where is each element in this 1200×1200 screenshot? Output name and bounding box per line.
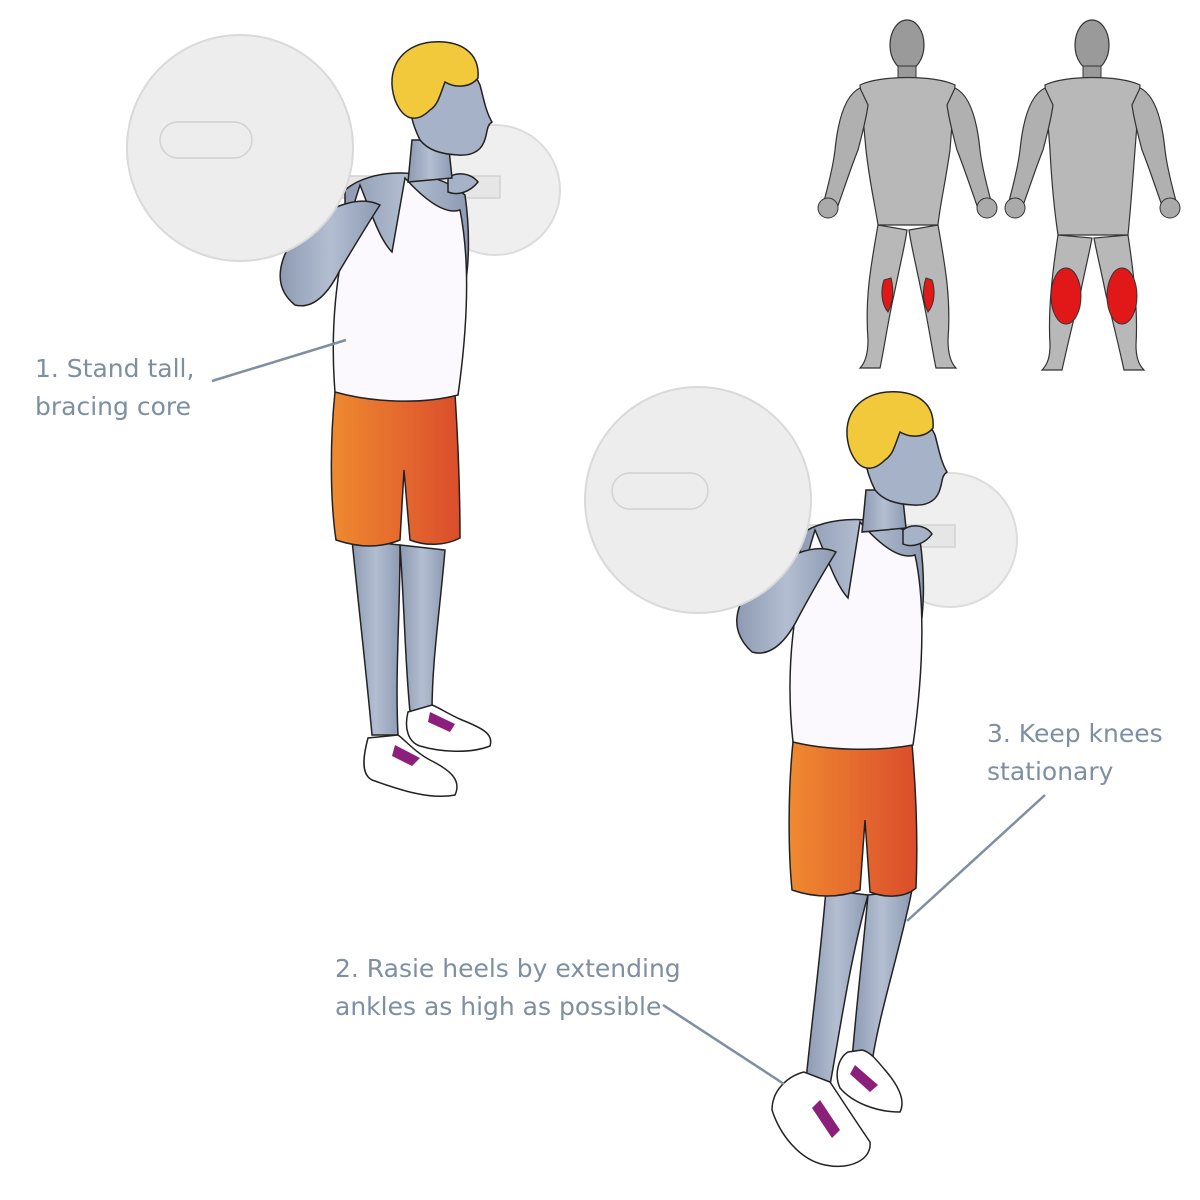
back-left-arm [1006, 87, 1054, 215]
shorts [330, 391, 461, 547]
hair [391, 41, 479, 119]
right-leg [399, 544, 446, 713]
hand-2 [902, 525, 933, 547]
tank-top [332, 176, 468, 402]
leader-line-step3 [906, 794, 1046, 922]
left-shoe-stripe [392, 745, 420, 766]
front-left-calf-highlight [881, 277, 894, 313]
right-shoe-stripe-2 [850, 1065, 878, 1092]
annotation-step-3: 3. Keep knees stationary [987, 715, 1163, 791]
left-shoe [363, 734, 458, 798]
barbell-sleeve-2 [611, 472, 709, 510]
back-left-calf-highlight [1050, 267, 1082, 325]
figure-heels-raised [584, 386, 1018, 1167]
front-right-fist [976, 197, 998, 219]
front-right-calf-highlight [923, 277, 935, 313]
front-torso [859, 76, 956, 226]
front-left-arm [821, 87, 869, 215]
barbell-sleeve [159, 121, 253, 159]
leader-line-step2 [662, 1003, 785, 1086]
back-left-fist [1004, 197, 1026, 219]
hair-2 [846, 391, 934, 469]
annotation-step-3-line-2: stationary [987, 757, 1114, 786]
annotation-step-3-line-1: 3. Keep knees [987, 719, 1163, 748]
hand [447, 173, 479, 195]
left-leg [351, 539, 401, 736]
front-right-arm [946, 87, 994, 215]
annotation-step-2-line-1: 2. Rasie heels by extending [335, 954, 681, 983]
front-head [889, 19, 925, 71]
muscle-map-front [817, 19, 998, 369]
annotation-step-2-line-2: ankles as high as possible [335, 992, 662, 1021]
back-head [1074, 19, 1110, 71]
annotation-step-2: 2. Rasie heels by extending ankles as hi… [335, 950, 681, 1026]
muscle-map-back [1004, 19, 1181, 371]
back-right-arm [1131, 87, 1179, 215]
shorts-2 [788, 741, 918, 897]
back-torso [1044, 76, 1141, 236]
annotation-step-1: 1. Stand tall, bracing core [35, 350, 194, 426]
back-right-fist [1159, 197, 1181, 219]
annotation-step-1-line-1: 1. Stand tall, [35, 354, 195, 383]
figure-start-position [126, 34, 561, 798]
annotation-step-1-line-2: bracing core [35, 392, 191, 421]
back-right-calf-highlight [1106, 267, 1138, 325]
left-shoe-stripe-2 [812, 1100, 840, 1138]
leader-line-step1 [211, 338, 347, 383]
right-shoe-stripe [428, 712, 455, 732]
front-left-fist [817, 197, 839, 219]
tank-top-2 [789, 520, 923, 751]
